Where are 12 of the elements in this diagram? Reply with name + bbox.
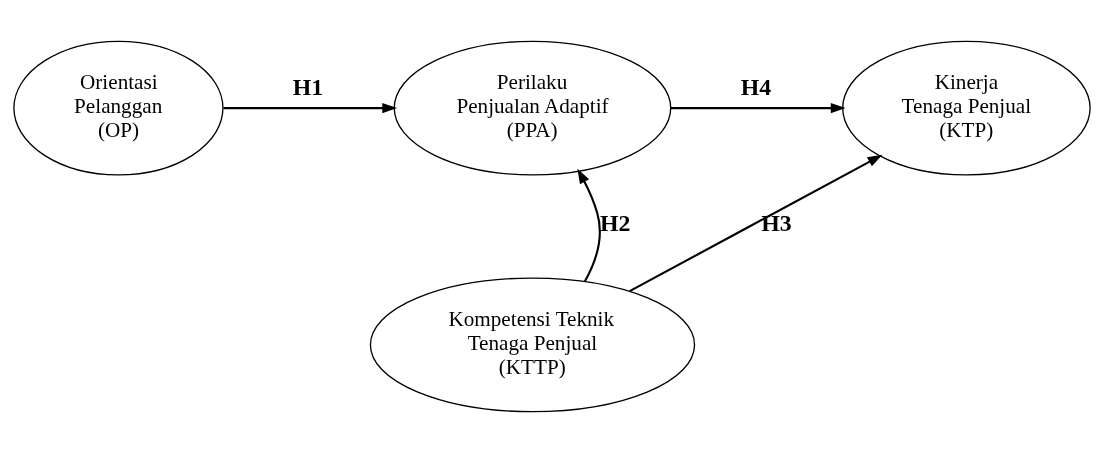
edge-label: H1 (292, 73, 324, 100)
node-ellipse: Kinerja Tenaga Penjual (KTP) (842, 40, 1091, 176)
edge-label: H4 (740, 73, 772, 100)
node-ellipse: Perilaku Penjualan Adaptif (PPA) (393, 40, 672, 176)
arrow (629, 154, 883, 292)
edge-label: H2 (599, 209, 631, 236)
node-ellipse: Orientasi Pelanggan (OP) (13, 40, 224, 176)
arrow (670, 102, 846, 113)
arrow (577, 168, 601, 282)
edge-label: H3 (761, 209, 792, 236)
node-ellipse: Kompetensi Teknik Tenaga Penjual (KTTP) (369, 276, 696, 412)
arrow (223, 102, 398, 113)
